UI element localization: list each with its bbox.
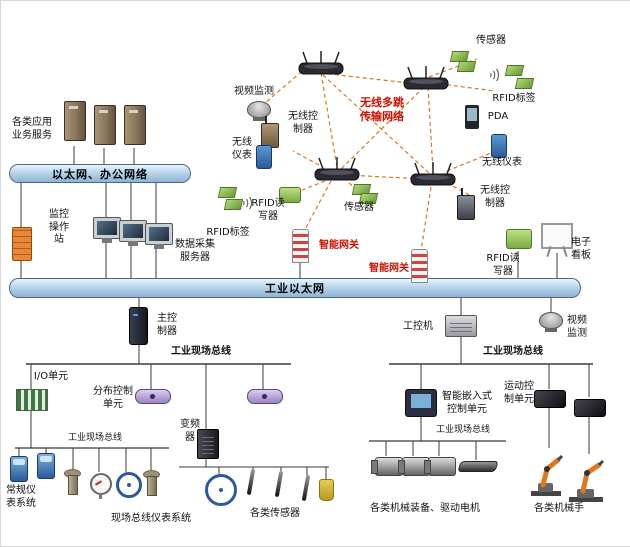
motion-controller-icon xyxy=(574,399,606,417)
wireless-router-icon xyxy=(314,157,360,187)
robot-arm-icon xyxy=(567,453,605,507)
motor-icon xyxy=(371,457,403,476)
instrument-icon xyxy=(37,453,55,479)
monitor-icon xyxy=(93,217,121,243)
app-services-label: 各类应用 业务服务 xyxy=(12,117,52,141)
monitor-station-label: 监控 操作 站 xyxy=(49,209,69,245)
wireless-instrument-icon xyxy=(491,134,507,158)
valve-icon xyxy=(142,470,160,496)
video-monitor-top-label: 视频监测 xyxy=(234,86,274,97)
app-server-icon xyxy=(124,105,146,145)
rfid-tag-right-label: RFID标签 xyxy=(492,93,536,104)
sensor-top-label: 传感器 xyxy=(476,35,506,46)
app-server-icon xyxy=(64,101,86,141)
wireless-instrument-right-label: 无线仪表 xyxy=(482,157,522,168)
wireless-instrument-left-label: 无线 仪表 xyxy=(232,137,252,161)
wireless-controller-icon xyxy=(457,188,475,220)
sensors-label: 各类传感器 xyxy=(250,508,300,519)
master-controller-label: 主控 制器 xyxy=(157,313,177,337)
embedded-control-icon xyxy=(405,389,437,417)
sensor-yellow-icon xyxy=(319,479,334,501)
rfid-reader-left-label: RFID读 写器 xyxy=(251,198,285,222)
industrial-ethernet-bus: 工业以太网 xyxy=(9,278,581,298)
office-ethernet-bus-label: 以太网、办公网络 xyxy=(52,167,148,181)
control-unit-icon xyxy=(135,389,171,404)
dcu-label: 分布控制 单元 xyxy=(93,386,133,410)
e-board-icon xyxy=(541,223,573,249)
flow-meter-icon xyxy=(116,472,142,498)
ipc-icon xyxy=(445,315,477,337)
fieldbus-instruments-label: 现场总线仪表系统 xyxy=(111,513,191,524)
sensor-tags-icon xyxy=(351,184,379,204)
industrial-ethernet-bus-label: 工业以太网 xyxy=(265,282,325,295)
rfid-tags-icon xyxy=(504,65,538,93)
smart-gateway-left-label: 智能网关 xyxy=(319,240,359,251)
rfid-reader-icon xyxy=(506,229,532,249)
water-meter-icon xyxy=(205,474,237,506)
motor-icon xyxy=(424,457,456,476)
monitor-icon xyxy=(119,220,147,246)
conveyor-icon xyxy=(457,461,499,472)
wireless-instrument-icon xyxy=(256,145,272,169)
io-modules-icon xyxy=(16,389,48,411)
pda-label: PDA xyxy=(487,111,509,122)
conventional-instruments-label: 常规仪 表系统 xyxy=(6,485,36,509)
data-server-label: 数据采集 服务器 xyxy=(175,239,215,263)
inverter-label: 变频 器 xyxy=(180,419,200,443)
wireless-network-title: 无线多跳 传输网络 xyxy=(360,96,404,123)
video-camera-icon xyxy=(539,312,563,332)
gauge-icon xyxy=(90,473,112,499)
sensor-mid-label: 传感器 xyxy=(344,202,374,213)
robot-arm-icon xyxy=(529,449,564,501)
instrument-icon xyxy=(10,456,28,482)
fieldbus-left-2-label: 工业现场总线 xyxy=(67,433,122,443)
wireless-router-icon xyxy=(410,162,456,192)
inverter-icon xyxy=(197,429,219,459)
wireless-router-icon xyxy=(298,51,344,81)
rfid-reader-icon xyxy=(279,187,301,203)
signal-waves-icon xyxy=(488,67,501,87)
signal-waves-icon xyxy=(241,195,254,215)
video-camera-icon xyxy=(247,101,271,121)
machinery-label: 各类机械装备、驱动电机 xyxy=(370,503,480,514)
wireless-router-icon xyxy=(403,66,449,96)
monitor-icon xyxy=(145,223,173,249)
smart-gateway-icon xyxy=(292,229,309,263)
e-board-label: 电子 看板 xyxy=(571,237,591,261)
rfid-reader-right-label: RFID读 写器 xyxy=(486,253,520,277)
smart-gateway-icon xyxy=(411,249,428,283)
fieldbus-right-2-label: 工业现场总线 xyxy=(435,425,490,435)
wireless-controller-right-label: 无线控 制器 xyxy=(480,185,510,209)
master-controller-icon xyxy=(129,307,148,345)
valve-icon xyxy=(63,469,81,495)
rfid-tag-left-label: RFID标签 xyxy=(206,227,250,238)
ipc-label: 工控机 xyxy=(403,321,433,332)
wireless-controller-left-label: 无线控 制器 xyxy=(288,111,318,135)
motion-controller-icon xyxy=(534,390,566,408)
io-unit-label: I/O单元 xyxy=(33,371,69,382)
smart-gateway-right-label: 智能网关 xyxy=(369,263,409,274)
control-unit-icon xyxy=(247,389,283,404)
app-server-icon xyxy=(94,105,116,145)
video-monitor-right-label: 视频 监测 xyxy=(567,315,587,339)
firewall-icon xyxy=(12,227,32,261)
fieldbus-left-label: 工业现场总线 xyxy=(171,346,231,357)
sensor-tags-icon xyxy=(449,51,477,73)
fieldbus-right-label: 工业现场总线 xyxy=(483,346,543,357)
robots-label: 各类机械手 xyxy=(534,503,584,514)
office-ethernet-bus: 以太网、办公网络 xyxy=(9,164,191,183)
embedded-control-label: 智能嵌入式 控制单元 xyxy=(442,391,492,415)
motion-control-label: 运动控 制单元 xyxy=(504,381,534,405)
pda-icon xyxy=(465,105,479,129)
